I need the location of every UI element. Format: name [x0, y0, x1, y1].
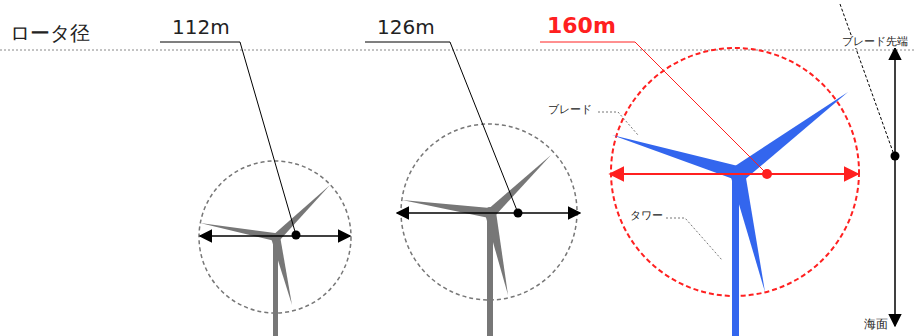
turbine-112 [160, 42, 351, 336]
height-dimension [840, 4, 900, 326]
turbine-126 [365, 42, 580, 336]
part-name: タワー [628, 210, 665, 222]
blade-tip-level [0, 50, 914, 51]
part-name: ブレード先端 [840, 36, 910, 48]
axis-title: ロータ径 [8, 22, 92, 44]
rotor-diameter: 112m [170, 16, 232, 38]
turbine-160 [540, 42, 859, 336]
rotor-diameter: 126m [375, 16, 437, 38]
rotor-diameter: 160m [545, 14, 618, 38]
part-name: ブレード [546, 104, 594, 116]
part-name: 海面 [862, 318, 890, 331]
